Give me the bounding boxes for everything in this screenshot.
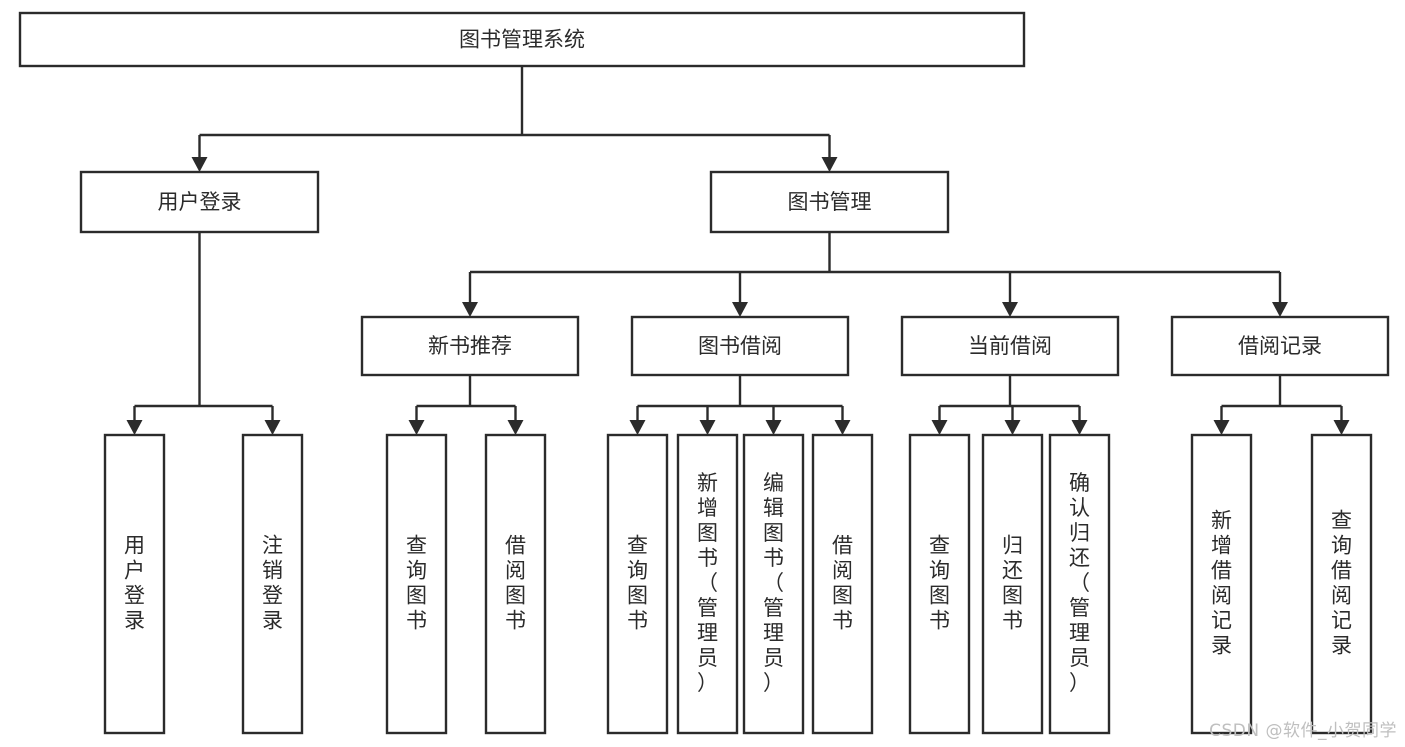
user-login-to-leaves-branch-0-arrowhead — [126, 420, 143, 435]
node-label-leaf-borrow-book-rec: 借阅图书 — [505, 534, 526, 633]
node-box-book-manage — [709, 170, 950, 234]
node-book-manage[interactable]: 图书管理 — [709, 170, 950, 234]
node-box-current-borrow — [900, 315, 1120, 377]
node-leaf-add-record[interactable]: 新增借阅记录 — [1190, 433, 1253, 735]
book-borrow-to-leaves-branch-3-arrowhead — [834, 420, 851, 435]
new-book-recommend-to-leaves-branch-1-arrowhead — [507, 420, 524, 435]
book-borrow-to-leaves-branch-0-arrowhead — [629, 420, 646, 435]
node-label-book-borrow: 图书借阅 — [698, 334, 782, 358]
node-borrow-record[interactable]: 借阅记录 — [1170, 315, 1390, 377]
node-leaf-edit-book[interactable]: 编辑图书（管理员） — [742, 433, 805, 735]
current-borrow-to-leaves-branch-1-arrowhead — [1004, 420, 1021, 435]
node-box-leaf-edit-book — [742, 433, 805, 735]
node-label-leaf-user-logout: 注销登录 — [262, 534, 283, 633]
node-label-user-login: 用户登录 — [158, 190, 242, 214]
node-label-leaf-query-book-borrow: 查询图书 — [627, 534, 648, 633]
node-label-leaf-edit-book: 编辑图书（管理员） — [763, 471, 784, 695]
new-book-recommend-to-leaves-branch-0-arrowhead — [408, 420, 425, 435]
node-leaf-query-book-borrow[interactable]: 查询图书 — [606, 433, 669, 735]
node-box-root — [18, 11, 1026, 68]
root-to-level2-branch-0-arrowhead — [191, 157, 208, 172]
node-box-new-book-recommend — [360, 315, 580, 377]
user-login-to-leaves-branch-1-arrowhead — [264, 420, 281, 435]
node-leaf-user-logout[interactable]: 注销登录 — [241, 433, 304, 735]
node-leaf-add-book[interactable]: 新增图书（管理员） — [676, 433, 739, 735]
node-box-leaf-add-book — [676, 433, 739, 735]
node-box-leaf-borrow-book — [811, 433, 874, 735]
node-label-leaf-user-login: 用户登录 — [124, 534, 145, 633]
node-label-leaf-confirm-return: 确认归还（管理员） — [1069, 471, 1090, 695]
node-box-leaf-query-book-borrow — [606, 433, 669, 735]
node-box-leaf-add-record — [1190, 433, 1253, 735]
node-layer: 图书管理系统用户登录图书管理新书推荐图书借阅当前借阅借阅记录用户登录注销登录查询… — [18, 11, 1390, 735]
node-label-leaf-query-book-rec: 查询图书 — [406, 534, 427, 633]
csdn-watermark: CSDN @软件_小贺同学 — [1209, 721, 1397, 741]
connector-layer — [126, 66, 1350, 435]
borrow-record-to-leaves-branch-1-arrowhead — [1333, 420, 1350, 435]
borrow-record-to-leaves-branch-0-arrowhead — [1213, 420, 1230, 435]
current-borrow-to-leaves-branch-0-arrowhead — [931, 420, 948, 435]
node-box-leaf-return-book — [981, 433, 1044, 735]
node-leaf-query-book-cur[interactable]: 查询图书 — [908, 433, 971, 735]
node-leaf-confirm-return[interactable]: 确认归还（管理员） — [1048, 433, 1111, 735]
node-box-borrow-record — [1170, 315, 1390, 377]
root-to-level2-branch-1-arrowhead — [821, 157, 838, 172]
node-leaf-user-login[interactable]: 用户登录 — [103, 433, 166, 735]
node-box-leaf-query-record — [1310, 433, 1373, 735]
node-box-leaf-query-book-cur — [908, 433, 971, 735]
bookmanage-to-level3-branch-3-arrowhead — [1272, 302, 1288, 317]
node-box-user-login — [79, 170, 320, 234]
node-leaf-query-record[interactable]: 查询借阅记录 — [1310, 433, 1373, 735]
node-label-borrow-record: 借阅记录 — [1238, 334, 1322, 358]
bookmanage-to-level3-branch-2-arrowhead — [1002, 302, 1018, 317]
node-box-leaf-user-logout — [241, 433, 304, 735]
book-borrow-to-leaves-branch-2-arrowhead — [765, 420, 782, 435]
bookmanage-to-level3-branch-1-arrowhead — [732, 302, 748, 317]
node-label-root: 图书管理系统 — [459, 28, 585, 52]
node-box-leaf-confirm-return — [1048, 433, 1111, 735]
book-borrow-to-leaves-branch-1-arrowhead — [699, 420, 716, 435]
node-label-new-book-recommend: 新书推荐 — [428, 334, 512, 358]
node-label-leaf-add-record: 新增借阅记录 — [1211, 509, 1232, 658]
node-box-leaf-user-login — [103, 433, 166, 735]
node-label-book-manage: 图书管理 — [788, 190, 872, 214]
node-box-book-borrow — [630, 315, 850, 377]
node-book-borrow[interactable]: 图书借阅 — [630, 315, 850, 377]
node-leaf-borrow-book-rec[interactable]: 借阅图书 — [484, 433, 547, 735]
node-box-leaf-query-book-rec — [385, 433, 448, 735]
node-label-leaf-query-book-cur: 查询图书 — [929, 534, 950, 633]
node-leaf-query-book-rec[interactable]: 查询图书 — [385, 433, 448, 735]
node-label-leaf-return-book: 归还图书 — [1002, 534, 1023, 633]
node-user-login[interactable]: 用户登录 — [79, 170, 320, 234]
node-new-book-recommend[interactable]: 新书推荐 — [360, 315, 580, 377]
node-leaf-return-book[interactable]: 归还图书 — [981, 433, 1044, 735]
node-label-leaf-add-book: 新增图书（管理员） — [697, 471, 718, 695]
node-leaf-borrow-book[interactable]: 借阅图书 — [811, 433, 874, 735]
current-borrow-to-leaves-branch-2-arrowhead — [1071, 420, 1088, 435]
node-label-current-borrow: 当前借阅 — [968, 334, 1052, 358]
node-root[interactable]: 图书管理系统 — [18, 11, 1026, 68]
node-label-leaf-query-record: 查询借阅记录 — [1331, 509, 1352, 658]
node-current-borrow[interactable]: 当前借阅 — [900, 315, 1120, 377]
node-box-leaf-borrow-book-rec — [484, 433, 547, 735]
bookmanage-to-level3-branch-0-arrowhead — [462, 302, 478, 317]
node-label-leaf-borrow-book: 借阅图书 — [832, 534, 853, 633]
